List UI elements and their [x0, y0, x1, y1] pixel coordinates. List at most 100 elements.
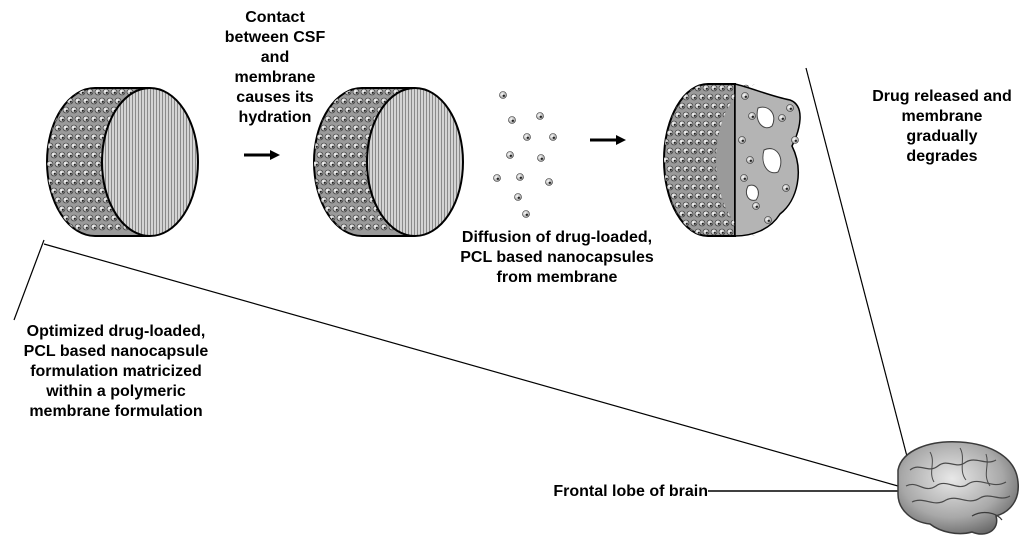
nanocapsule-core: [73, 145, 76, 148]
nanocapsule: [90, 97, 98, 105]
nanocapsule: [50, 133, 58, 141]
nanocapsule-core: [697, 195, 700, 198]
nanocapsule-core: [347, 181, 350, 184]
nanocapsule: [352, 178, 360, 186]
membrane-disc-intact: [46, 87, 199, 237]
nanocapsule-core: [327, 136, 330, 139]
nanocapsule: [348, 115, 356, 123]
nanocapsule-core: [77, 136, 80, 139]
nanocapsule-core: [319, 226, 322, 229]
nanocapsule-core: [705, 87, 708, 90]
nanocapsule-core: [315, 217, 318, 220]
nanocapsule: [344, 214, 352, 222]
nanocapsule: [344, 160, 352, 168]
nanocapsule: [66, 115, 74, 123]
nanocapsule-core: [105, 217, 108, 220]
nanocapsule: [686, 138, 694, 146]
nanocapsule: [314, 214, 320, 222]
nanocapsule-core: [709, 114, 712, 117]
nanocapsule-core: [73, 217, 76, 220]
nanocapsule: [98, 205, 106, 213]
nanocapsule: [66, 133, 74, 141]
nanocapsule-core: [347, 109, 350, 112]
nanocapsule: [690, 201, 698, 209]
nanocapsule: [58, 223, 66, 231]
nanocapsule-core: [343, 172, 346, 175]
nanocapsule: [678, 156, 686, 164]
nanocapsule-core: [113, 91, 116, 94]
nanocapsule: [78, 160, 86, 168]
nanocapsule-core: [701, 132, 704, 135]
nanocapsule-core: [89, 127, 92, 130]
nanocapsule: [666, 219, 674, 227]
nanocapsule: [670, 192, 678, 200]
nanocapsule-core: [693, 168, 696, 171]
nanocapsule: [324, 169, 332, 177]
nanocapsule: [682, 201, 690, 209]
nanocapsule: [316, 169, 324, 177]
nanocapsule-core: [69, 136, 72, 139]
nanocapsule-core: [367, 100, 370, 103]
nanocapsule-core: [371, 217, 374, 220]
nanocapsule-core: [669, 96, 672, 99]
nanocapsule-core: [319, 154, 322, 157]
nanocapsule-core: [77, 100, 80, 103]
nanocapsule: [686, 210, 694, 218]
nanocapsule-core: [355, 91, 358, 94]
nanocapsule-core: [61, 172, 64, 175]
nanocapsule-core: [709, 96, 712, 99]
nanocapsule-core: [673, 123, 676, 126]
nanocapsule: [678, 120, 686, 128]
nanocapsule: [706, 219, 714, 227]
nanocapsule: [710, 210, 718, 218]
nanocapsule-core: [375, 100, 378, 103]
nanocapsule-core: [77, 172, 80, 175]
nanocapsule-core: [49, 145, 52, 148]
nanocapsule: [70, 124, 78, 132]
nanocapsule-core: [673, 231, 676, 234]
nanocapsule-core: [319, 136, 322, 139]
nanocapsule: [372, 97, 380, 105]
nanocapsule-core: [339, 217, 342, 220]
nanocapsule-core: [673, 195, 676, 198]
nanocapsule-core: [53, 136, 56, 139]
label-diffusion: Diffusion of drug-loaded, PCL based nano…: [460, 229, 654, 286]
nanocapsule-core: [525, 213, 529, 217]
nanocapsule-core: [347, 217, 350, 220]
nanocapsule: [364, 97, 372, 105]
nanocapsule: [356, 97, 364, 105]
nanocapsule-core: [81, 217, 84, 220]
nanocapsule-core: [751, 115, 755, 119]
nanocapsule-core: [351, 100, 354, 103]
nanocapsule-core: [665, 213, 668, 216]
nanocapsule: [702, 228, 710, 236]
nanocapsule-core: [669, 168, 672, 171]
nanocapsule-core: [65, 181, 68, 184]
nanocapsule: [66, 97, 74, 105]
nanocapsule-core: [359, 136, 362, 139]
nanocapsule: [70, 214, 78, 222]
nanocapsule-core: [343, 190, 346, 193]
nanocapsule: [336, 142, 344, 150]
nanocapsule-core: [717, 114, 720, 117]
nanocapsule: [348, 187, 356, 195]
nanocapsule-core: [81, 109, 84, 112]
nanocapsule: [706, 129, 714, 137]
nanocapsule-core: [65, 91, 68, 94]
nanocapsule: [710, 120, 718, 128]
nanocapsule-core: [371, 109, 374, 112]
nanocapsule-core: [359, 172, 362, 175]
nanocapsule-core: [355, 109, 358, 112]
nanocapsule: [718, 84, 726, 92]
nanocapsule: [62, 106, 70, 114]
nanocapsule: [698, 165, 706, 173]
nanocapsule: [86, 196, 94, 204]
label-drug-release: Drug released and membrane gradually deg…: [872, 88, 1012, 165]
nanocapsule-core: [717, 222, 720, 225]
nanocapsule-core: [705, 177, 708, 180]
nanocapsule: [710, 192, 718, 200]
nanocapsule-core: [669, 132, 672, 135]
nanocapsule: [360, 142, 368, 150]
nanocapsule-core: [315, 127, 318, 130]
nanocapsule-core: [685, 132, 688, 135]
